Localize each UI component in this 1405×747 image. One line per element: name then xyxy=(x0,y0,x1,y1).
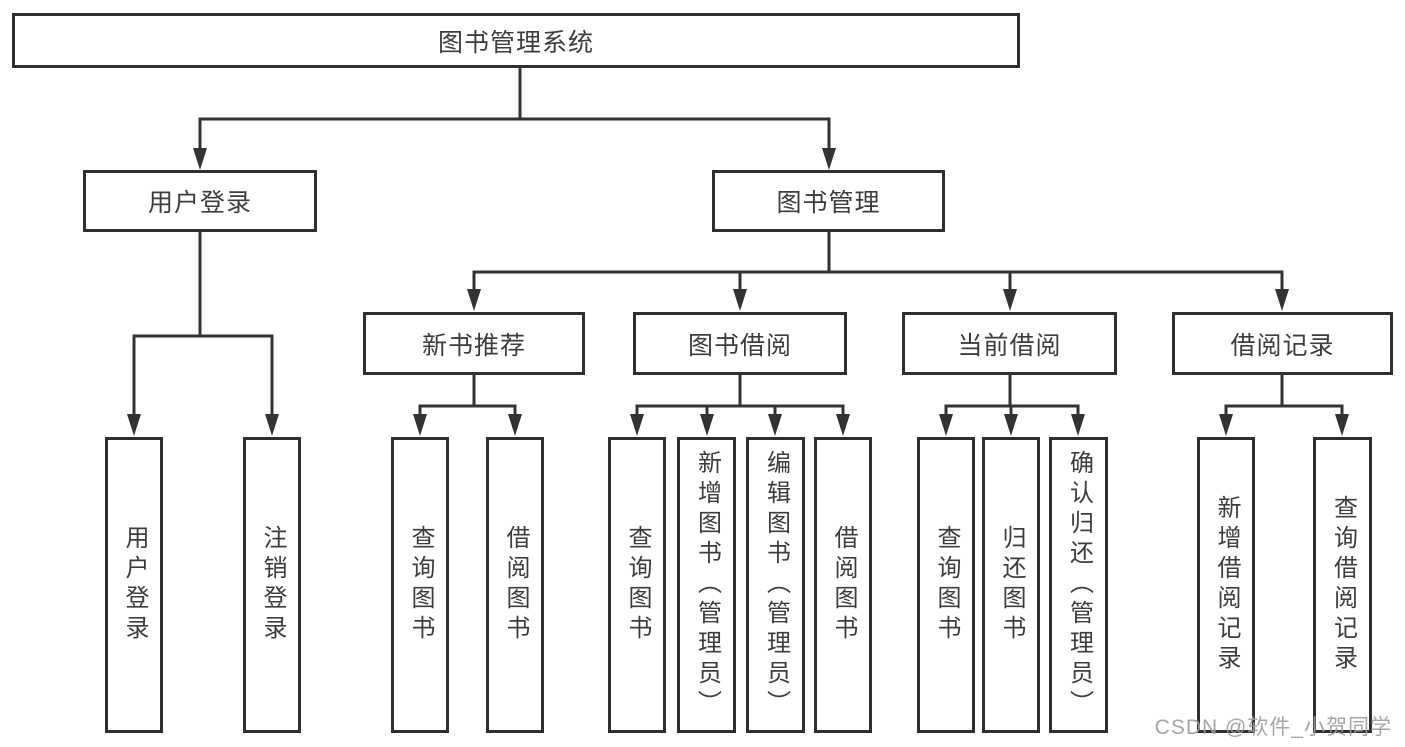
node-root: 图书管理系统 xyxy=(12,13,1020,68)
node-current-query-books: 查询图书 xyxy=(917,437,975,733)
node-borrow-edit-books-admin: 编辑图书（管理员） xyxy=(746,437,805,733)
node-borrow-add-books-admin: 新增图书（管理员） xyxy=(677,437,736,733)
node-records-add-record: 新增借阅记录 xyxy=(1197,437,1255,733)
node-current-return-books: 归还图书 xyxy=(982,437,1040,733)
node-borrow-query-books: 查询图书 xyxy=(608,437,666,733)
node-book-management: 图书管理 xyxy=(712,170,945,232)
node-borrow-records: 借阅记录 xyxy=(1172,312,1393,375)
node-login-user: 用户登录 xyxy=(105,437,163,733)
arrowheads xyxy=(127,148,1349,436)
node-new-book-recommend: 新书推荐 xyxy=(363,312,585,375)
node-book-borrow: 图书借阅 xyxy=(633,312,847,375)
node-newrec-borrow-books: 借阅图书 xyxy=(486,437,544,733)
csdn-watermark: CSDN @软件_小贺同学 xyxy=(1154,716,1392,739)
node-user-login: 用户登录 xyxy=(83,170,317,232)
node-current-confirm-return-admin: 确认归还（管理员） xyxy=(1049,437,1108,733)
node-newrec-query-books: 查询图书 xyxy=(391,437,449,733)
node-current-borrow: 当前借阅 xyxy=(902,312,1117,375)
node-login-logout: 注销登录 xyxy=(243,437,301,733)
node-records-query-record: 查询借阅记录 xyxy=(1313,437,1372,733)
node-borrow-borrow-books: 借阅图书 xyxy=(814,437,872,733)
